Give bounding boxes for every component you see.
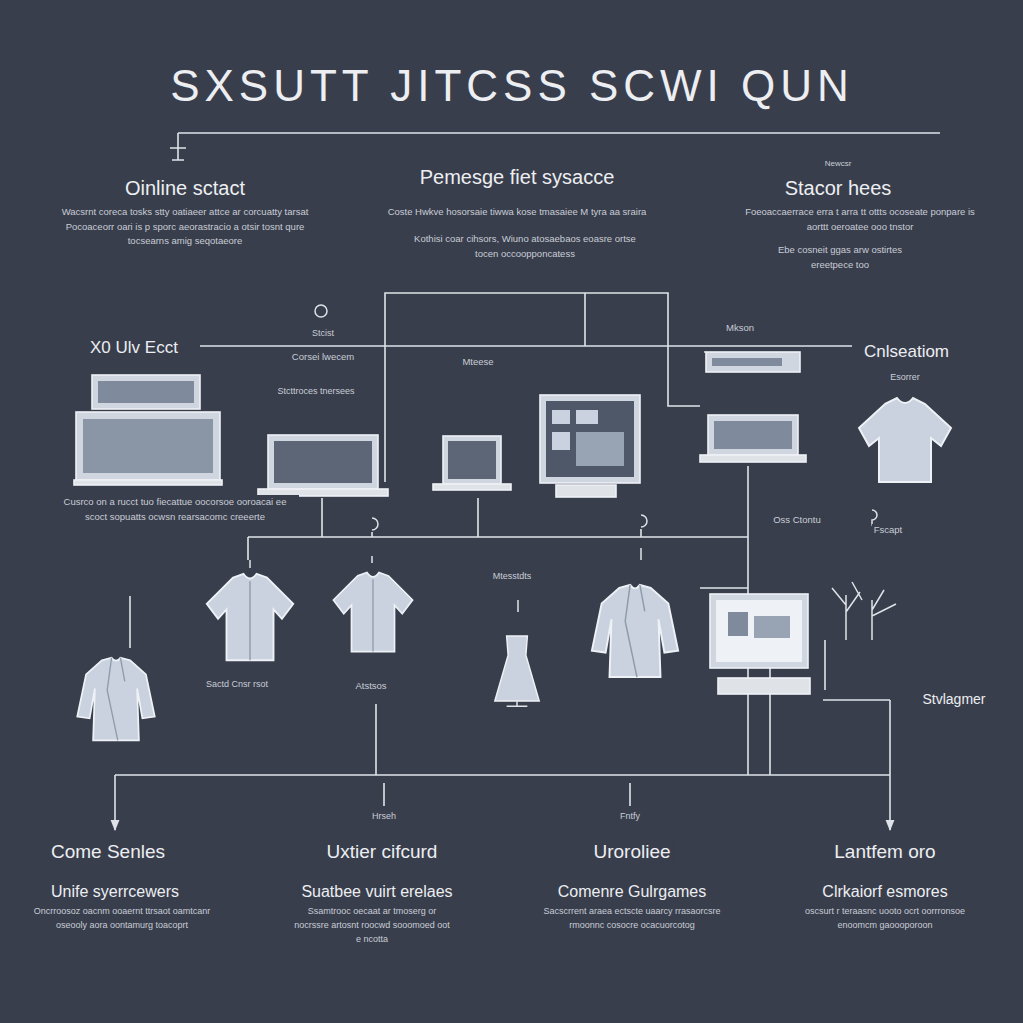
bracket-line <box>385 293 700 482</box>
jacket-icon <box>77 658 154 741</box>
hanger-hook <box>250 548 641 612</box>
note-text: Newcsr <box>823 159 854 169</box>
section-heading: Uxtier cifcurd <box>325 840 440 864</box>
laptop-base <box>700 455 806 462</box>
section-heading: Come Senles <box>49 840 167 864</box>
sweater-icon <box>333 572 412 651</box>
note-text: Ssamtrooc oecaat ar tmoserg or nocrssre … <box>290 905 454 947</box>
screen-tile <box>576 432 624 466</box>
arrow-line <box>889 700 891 830</box>
section-heading: X0 Ulv Ecct <box>88 337 180 358</box>
wire-line <box>248 498 748 560</box>
note-text: Oncrroosoz oacnm ooaernt ttrsaot oamtcan… <box>22 905 222 933</box>
pin-icon <box>315 305 327 317</box>
section-heading: Lantfem oro <box>832 840 937 864</box>
monitor-icon <box>76 412 220 480</box>
note-text: Foeoaccaerrace erra t arra tt ottts ocos… <box>738 205 982 234</box>
bracket-line <box>584 293 586 346</box>
bottom-rule <box>115 774 890 776</box>
arrow-line <box>114 775 116 830</box>
laptop-screen <box>448 441 496 479</box>
note-text: Oss Ctontu <box>771 514 823 526</box>
wire-line <box>823 699 890 701</box>
diagram-title: SXSUTT JITCSS SCWI QUN <box>170 62 854 110</box>
note-text: Mteese <box>460 356 495 368</box>
monitor-screen <box>546 401 634 477</box>
note-text: Sacscrrent araea ectscte uaarcy rrasaorc… <box>532 905 732 933</box>
note-text: Kothisi coar cihsors, Wiuno atosaebaos e… <box>403 232 647 261</box>
rule-tick <box>170 133 186 160</box>
section-heading: Uroroliee <box>591 840 672 864</box>
laptop-screen <box>714 421 792 449</box>
screen-tile <box>552 432 570 450</box>
slider-bar <box>706 352 800 372</box>
laptop-icon <box>443 436 501 484</box>
note-text: oscsurt r teraasnc uooto ocrt oorrronsoe… <box>795 905 975 933</box>
tick-line <box>384 783 630 806</box>
section-heading: Clrkaiorf esmores <box>820 882 949 902</box>
coat-icon <box>592 585 678 677</box>
note-text: Cusrco on a rucct tuo fiecattue oocorsoe… <box>51 495 299 524</box>
plant-sketch <box>832 582 896 640</box>
monitor-icon <box>540 395 640 483</box>
screen-tile <box>552 410 570 424</box>
screen-tile <box>576 410 598 424</box>
wire-line <box>375 704 377 775</box>
laptop-icon <box>268 435 378 489</box>
slider-track <box>712 358 782 366</box>
monitor-screen <box>98 381 194 403</box>
monitor-screen <box>83 419 213 473</box>
hanger-hook <box>641 515 647 527</box>
note-text: Hrseh <box>370 811 398 822</box>
shirt-icon <box>859 398 951 482</box>
note-text: Ebe cosneit ggas arw ostirtes ereetpece … <box>758 243 922 272</box>
note-text: Fscapt <box>872 524 905 536</box>
note-text: Stcttroces tnersees <box>272 385 360 399</box>
laptop-base <box>433 484 511 490</box>
section-heading: Cnlseatiom <box>862 341 951 362</box>
note-text: Coste Hwkve hosorsaie tiwwa kose tmasaie… <box>350 205 684 220</box>
section-heading: Oinline sctact <box>123 176 247 201</box>
note-text: Stcist <box>310 328 336 339</box>
tablet-screen <box>716 600 802 662</box>
note-text: Atstsos <box>353 680 388 692</box>
note-text: Corsei lwecem <box>290 351 356 363</box>
middle-rule <box>200 345 852 347</box>
keyboard-icon <box>718 678 810 694</box>
section-heading: Pemesge fiet sysacce <box>418 165 617 190</box>
tick-line <box>704 351 706 353</box>
screen-tile <box>728 612 748 636</box>
screen-tile <box>754 616 790 638</box>
monitor-base <box>556 485 616 497</box>
note-text: Fntfy <box>618 811 642 822</box>
wire-line <box>129 596 131 648</box>
monitor-base <box>74 480 222 485</box>
note-text: Esorrer <box>888 372 922 383</box>
note-text: Wacsrnt coreca tosks stty oatiaeer attce… <box>52 205 318 249</box>
section-heading: Comenre Gulrgames <box>556 882 709 902</box>
dress-icon <box>495 636 539 706</box>
note-text: Mtesstdts <box>491 571 534 582</box>
hanger-hook <box>372 518 378 530</box>
monitor-icon <box>92 375 200 409</box>
section-heading: Stacor hees <box>783 176 894 201</box>
section-heading: Stvlagmer <box>920 691 987 709</box>
note-text: Sactd Cnsr rsot <box>203 678 271 692</box>
note-text: Mkson <box>724 322 756 334</box>
shirt-icon <box>207 574 293 660</box>
laptop-icon <box>708 415 798 455</box>
section-heading: Unife syerrcewers <box>49 882 181 902</box>
wire-line <box>824 640 826 690</box>
section-heading: Suatbee vuirt erelaes <box>299 882 454 902</box>
laptop-screen <box>274 441 372 483</box>
top-rule <box>178 132 940 134</box>
wire-line <box>372 498 641 537</box>
garment-group <box>77 398 951 740</box>
tablet-icon <box>710 594 808 668</box>
